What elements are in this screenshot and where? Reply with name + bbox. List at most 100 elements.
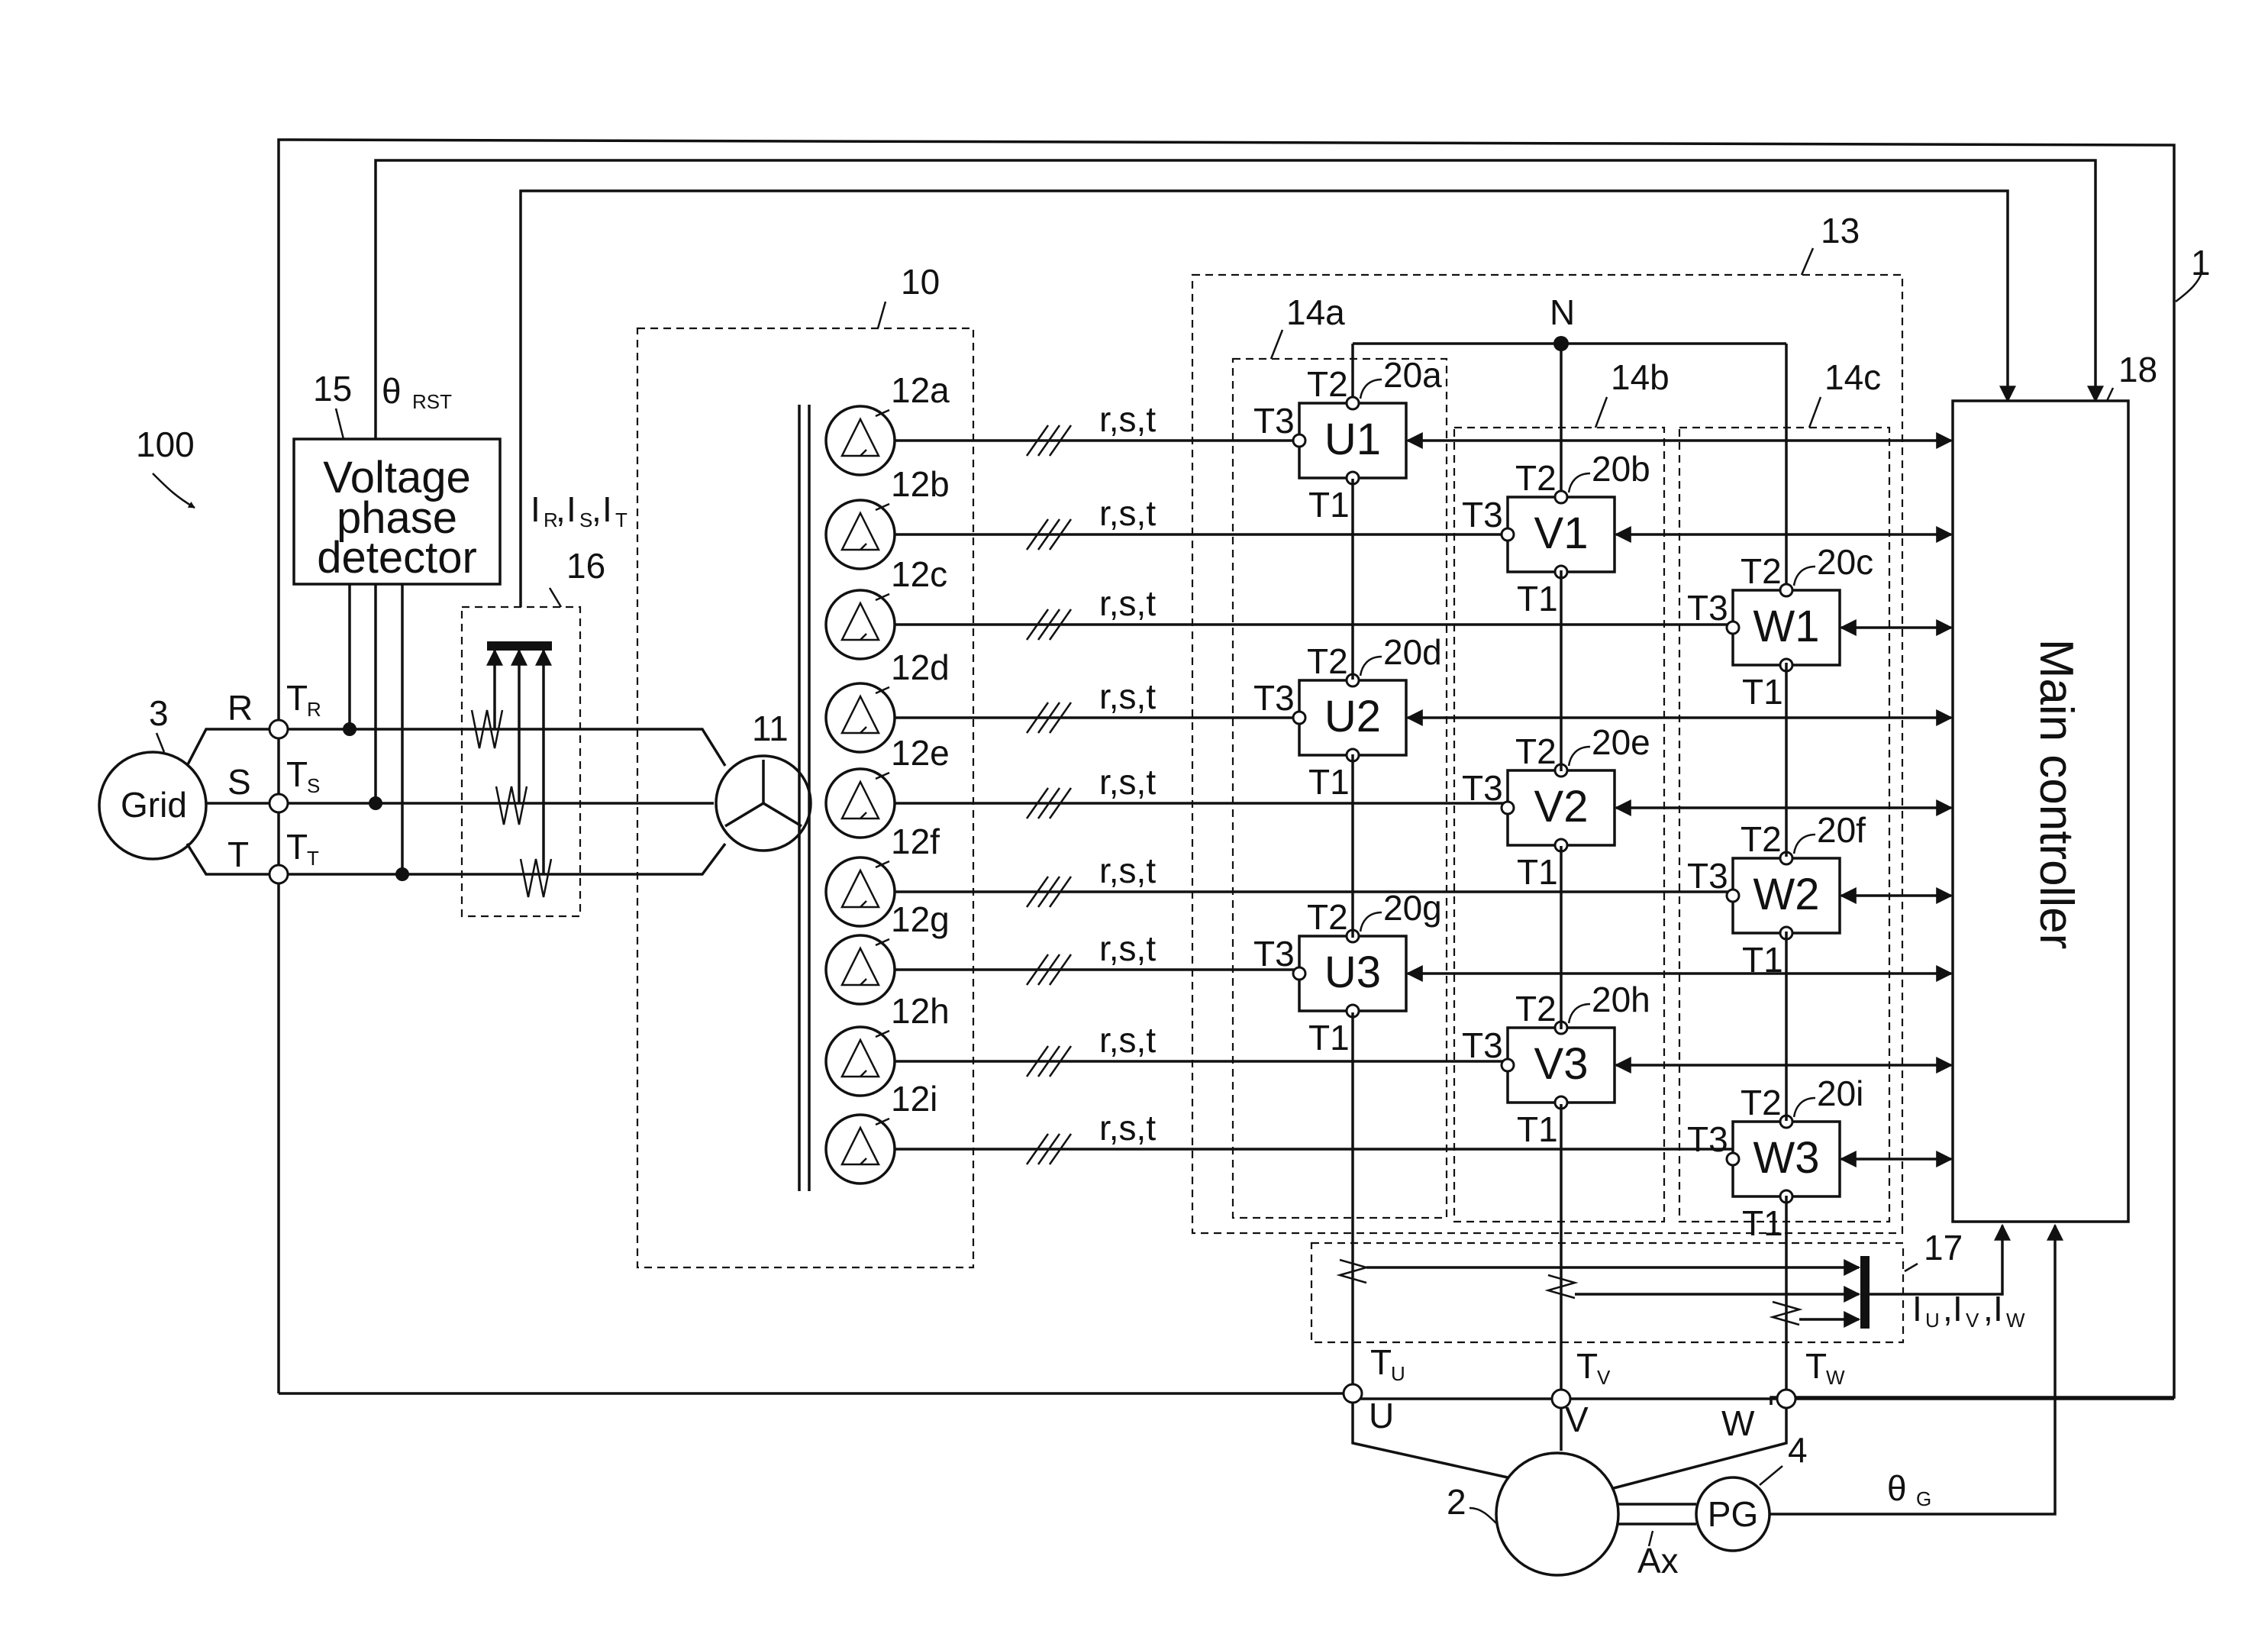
svg-text:W: W	[1826, 1366, 1845, 1389]
svg-text:T1: T1	[1308, 762, 1350, 802]
terminal-tr	[269, 720, 288, 738]
cell-name: W3	[1753, 1133, 1820, 1183]
secondary-ref: 12d	[891, 647, 950, 687]
secondary-winding-12g: 12gr,s,t	[826, 899, 1299, 1004]
svg-text:U: U	[1925, 1309, 1940, 1332]
terminal-tu	[1344, 1384, 1362, 1403]
terminal-ts	[269, 794, 288, 812]
svg-text:I: I	[566, 489, 576, 529]
cell-name: V3	[1534, 1039, 1589, 1089]
svg-text:T: T	[286, 754, 308, 794]
svg-text:4: 4	[1788, 1430, 1808, 1470]
svg-text:T2: T2	[1515, 989, 1557, 1028]
svg-text:18: 18	[2118, 350, 2157, 389]
svg-text:,: ,	[1943, 1289, 1953, 1329]
svg-text:T3: T3	[1462, 1025, 1503, 1065]
converter-ref: 1	[2191, 243, 2211, 283]
svg-text:θ: θ	[382, 371, 402, 411]
svg-text:T2: T2	[1741, 551, 1782, 591]
svg-text:T: T	[615, 509, 627, 531]
secondary-ref: 12f	[891, 822, 940, 861]
svg-text:I: I	[1953, 1289, 1963, 1329]
cell-w2: W2T2T1T320f	[1687, 810, 1951, 980]
converter-frame	[279, 140, 2174, 1405]
cell-ref: 20i	[1817, 1074, 1863, 1113]
svg-text:T: T	[227, 835, 249, 874]
svg-text:T2: T2	[1741, 1083, 1782, 1122]
cell-name: V2	[1534, 782, 1589, 831]
phase-label: r,s,t	[1099, 583, 1156, 623]
secondary-ref: 12i	[891, 1079, 937, 1119]
svg-text:I: I	[1993, 1289, 2003, 1329]
svg-text:N: N	[1550, 292, 1575, 332]
svg-text:I: I	[531, 489, 540, 529]
svg-text:PG: PG	[1708, 1494, 1758, 1534]
secondary-ref: 12h	[891, 991, 950, 1031]
phase-label: r,s,t	[1099, 762, 1156, 802]
svg-text:,: ,	[556, 489, 566, 529]
secondary-ref: 12c	[891, 554, 947, 594]
phase-label: r,s,t	[1099, 851, 1156, 890]
svg-text:W: W	[1721, 1403, 1755, 1443]
svg-text:T: T	[286, 827, 308, 867]
power-cells: U1T2T1T320aV1T2T1T320bW1T2T1T320cU2T2T1T…	[1253, 355, 1951, 1243]
svg-text:G: G	[1916, 1487, 1931, 1510]
neutral-node	[1553, 336, 1569, 351]
cell-name: W2	[1753, 870, 1820, 919]
svg-text:T: T	[1805, 1346, 1827, 1386]
cell-name: U3	[1324, 948, 1381, 997]
phase-label: r,s,t	[1099, 676, 1156, 716]
svg-text:17: 17	[1924, 1228, 1963, 1267]
svg-text:Main controller: Main controller	[2030, 639, 2082, 950]
svg-text:13: 13	[1821, 211, 1860, 250]
svg-text:T2: T2	[1307, 897, 1348, 937]
cell-ref: 20f	[1817, 810, 1866, 850]
cell-ref: 20b	[1592, 449, 1650, 489]
input-current-sensor	[462, 607, 580, 916]
svg-text:T2: T2	[1515, 458, 1557, 498]
cell-name: U2	[1324, 692, 1381, 741]
svg-text:V: V	[1966, 1309, 1979, 1332]
svg-text:T3: T3	[1687, 856, 1728, 896]
cell-ref: 20a	[1383, 355, 1442, 395]
secondary-ref: 12g	[891, 899, 950, 939]
svg-text:T1: T1	[1742, 672, 1783, 712]
svg-text:I: I	[602, 489, 612, 529]
cell-ref: 20h	[1592, 980, 1650, 1019]
secondary-ref: 12b	[891, 464, 950, 504]
phase-label: r,s,t	[1099, 493, 1156, 533]
svg-text:T2: T2	[1307, 641, 1348, 681]
svg-text:T1: T1	[1517, 852, 1558, 892]
svg-text:V: V	[1597, 1366, 1611, 1389]
svg-text:T3: T3	[1687, 588, 1728, 628]
secondary-winding-12a: 12ar,s,t	[826, 370, 1299, 475]
secondary-winding-12b: 12b r,s,t	[826, 464, 1508, 569]
svg-text:Ax: Ax	[1637, 1541, 1679, 1581]
terminal-tw	[1777, 1390, 1795, 1408]
phase-label: r,s,t	[1099, 1020, 1156, 1060]
svg-text:10: 10	[901, 262, 940, 302]
svg-text:RST: RST	[412, 390, 452, 413]
svg-text:detector: detector	[317, 533, 477, 583]
svg-text:T1: T1	[1517, 1109, 1558, 1149]
svg-text:U: U	[1369, 1396, 1394, 1435]
svg-text:W: W	[2006, 1309, 2025, 1332]
cell-name: U1	[1324, 415, 1381, 464]
svg-text:R: R	[227, 688, 253, 728]
cell-ref: 20e	[1592, 722, 1650, 762]
cell-ref: 20g	[1383, 888, 1442, 928]
cell-w3: W3T2T1T320i	[1687, 1074, 1951, 1243]
cell-ref: 20d	[1383, 632, 1442, 672]
svg-text:16: 16	[566, 546, 605, 586]
vpd-ref: 15	[313, 369, 352, 408]
svg-text:2: 2	[1447, 1482, 1466, 1522]
svg-text:T: T	[1370, 1342, 1392, 1382]
svg-text:,: ,	[592, 489, 602, 529]
svg-text:T3: T3	[1253, 401, 1295, 441]
svg-text:T1: T1	[1308, 1018, 1350, 1057]
svg-text:11: 11	[752, 709, 789, 748]
svg-text:I: I	[1912, 1289, 1922, 1329]
svg-text:S: S	[579, 509, 592, 531]
phase-label: r,s,t	[1099, 399, 1156, 439]
